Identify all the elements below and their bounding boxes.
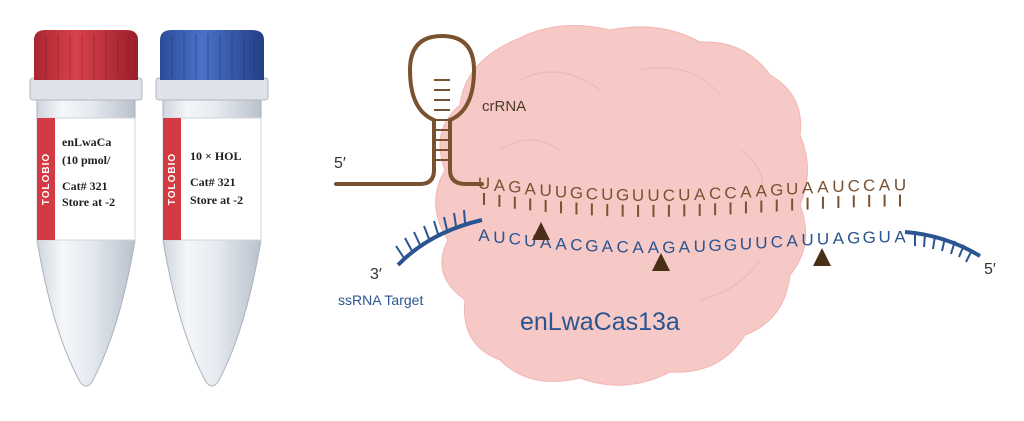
five-prime-left: 5′ xyxy=(334,155,346,172)
crrna-nucleotide: A xyxy=(694,185,706,204)
target-nucleotide: U xyxy=(801,231,813,250)
tube2-line4: Store at -2 xyxy=(190,193,243,207)
target-nucleotide: C xyxy=(617,238,629,257)
target-nucleotide: U xyxy=(694,237,706,256)
three-prime-left: 3′ xyxy=(370,266,382,283)
crrna-nucleotide: A xyxy=(817,178,829,197)
brand-stripe xyxy=(37,118,55,240)
target-nucleotide: U xyxy=(740,234,752,253)
target-nucleotide: G xyxy=(708,236,721,255)
target-nucleotide: G xyxy=(724,235,737,254)
target-nucleotide: C xyxy=(509,230,521,249)
target-nucleotide: A xyxy=(894,228,906,247)
protein-label: enLwaCas13a xyxy=(520,308,680,336)
target-backbone-left xyxy=(395,209,483,267)
crrna-nucleotide: U xyxy=(601,185,613,204)
target-nucleotide: A xyxy=(555,234,567,253)
crrna-nucleotide: A xyxy=(525,179,537,198)
target-nucleotide: U xyxy=(755,234,767,253)
crrna-nucleotide: C xyxy=(863,176,875,195)
target-nucleotide: U xyxy=(817,230,829,249)
crrna-nucleotide: G xyxy=(570,183,583,202)
crrna-nucleotide: U xyxy=(478,174,490,193)
target-nucleotide: A xyxy=(632,238,644,257)
target-nucleotide: G xyxy=(585,236,598,255)
base-pair-bonds xyxy=(483,192,901,217)
crrna-nucleotide: G xyxy=(770,181,783,200)
crrna-nucleotide: U xyxy=(539,181,551,200)
target-label: ssRNA Target xyxy=(338,292,423,308)
tube2-line3: Cat# 321 xyxy=(190,175,236,189)
target-nucleotide: U xyxy=(524,231,536,250)
crrna-nucleotide: U xyxy=(632,186,644,205)
crrna-nucleotide: G xyxy=(508,178,521,197)
target-nucleotide: A xyxy=(786,232,798,251)
cleavage-marker-1 xyxy=(532,222,550,240)
cleavage-marker-3 xyxy=(813,248,831,266)
target-nucleotide: A xyxy=(679,237,691,256)
crrna-nucleotide: G xyxy=(616,186,629,205)
target-nucleotide: C xyxy=(570,235,582,254)
crrna-nucleotide: U xyxy=(678,185,690,204)
tube1-line2: (10 pmol/ xyxy=(62,153,111,167)
target-nucleotide: U xyxy=(493,228,505,247)
crrna-label: crRNA xyxy=(482,98,526,115)
crrna-nucleotide: A xyxy=(740,182,752,201)
tube1-line3: Cat# 321 xyxy=(62,179,108,193)
target-nucleotide: A xyxy=(833,229,845,248)
tube1-line4: Store at -2 xyxy=(62,195,115,209)
brand-stripe xyxy=(163,118,181,240)
crrna-nucleotide: C xyxy=(663,186,675,205)
crrna-nucleotide: C xyxy=(724,183,736,202)
tube2-line1: 10 × HOL xyxy=(190,149,242,163)
target-backbone-right xyxy=(904,230,982,263)
crrna-nucleotide: U xyxy=(894,176,906,195)
target-nucleotide: C xyxy=(771,233,783,252)
cleavage-marker-2 xyxy=(652,253,670,271)
tube-enlwacas13a: TOLOBIO enLwaCa (10 pmol/ Cat# 321 Store… xyxy=(29,30,143,387)
crrna-nucleotide: A xyxy=(494,176,506,195)
tube-buffer: TOLOBIO 10 × HOL Cat# 321 Store at -2 xyxy=(155,30,269,387)
target-nucleotide: U xyxy=(878,228,890,247)
crrna-nucleotide: U xyxy=(786,180,798,199)
target-nucleotide: G xyxy=(847,228,860,247)
crrna-nucleotide: U xyxy=(832,177,844,196)
brand-label: TOLOBIO xyxy=(41,153,52,205)
red-cap xyxy=(34,30,138,80)
crrna-hairpin xyxy=(334,33,484,186)
crrna-nucleotide: U xyxy=(555,182,567,201)
target-nucleotide: A xyxy=(478,226,490,245)
crrna-nucleotide: A xyxy=(879,176,891,195)
blue-cap xyxy=(160,30,264,80)
crrna-nucleotide: A xyxy=(756,182,768,201)
five-prime-right: 5′ xyxy=(984,261,996,278)
target-nucleotide: A xyxy=(602,237,614,256)
tube1-line1: enLwaCa xyxy=(62,135,111,149)
brand-label: TOLOBIO xyxy=(167,153,178,205)
crrna-nucleotide: C xyxy=(848,176,860,195)
target-nucleotide: G xyxy=(662,238,675,257)
crrna-nucleotide: A xyxy=(802,179,814,198)
target-nucleotide: G xyxy=(863,228,876,247)
crrna-nucleotide: C xyxy=(586,184,598,203)
hairpin-stem-bonds xyxy=(434,79,450,161)
target-nucleotide: A xyxy=(648,238,660,257)
crrna-nucleotide: U xyxy=(647,186,659,205)
crrna-nucleotide: C xyxy=(709,184,721,203)
